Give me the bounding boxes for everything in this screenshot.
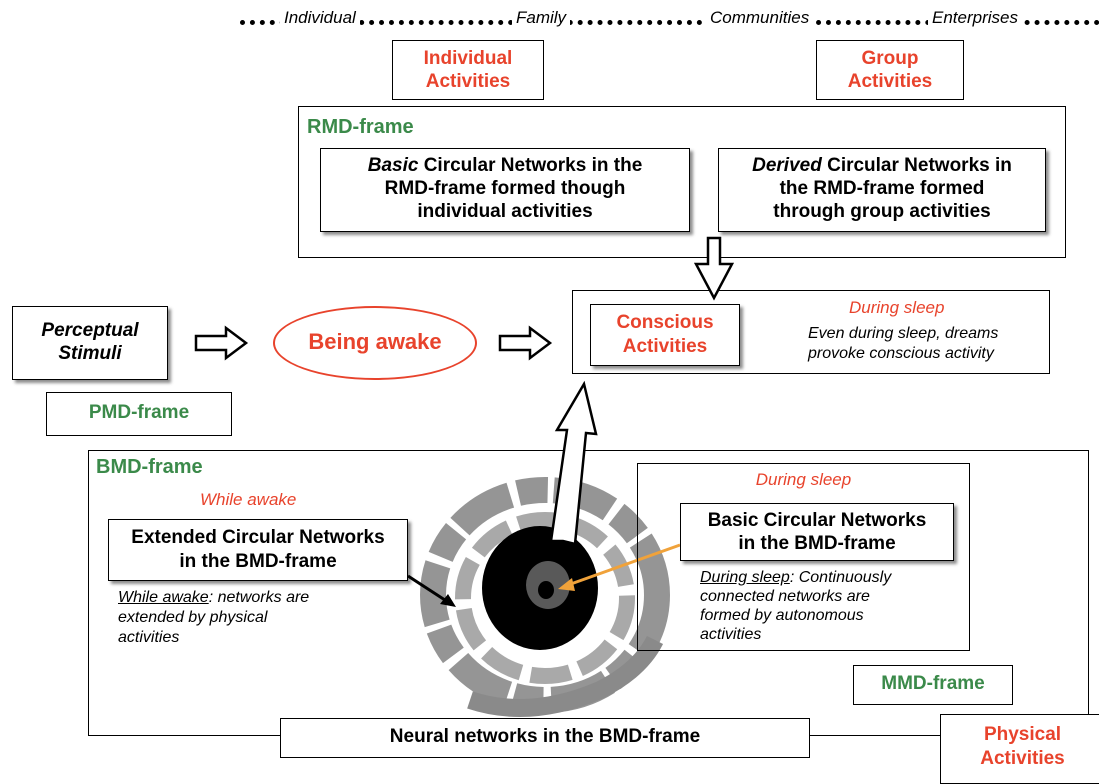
scale-level-communities: Communities bbox=[706, 8, 814, 28]
while-awake-label: While awake bbox=[200, 490, 297, 509]
perceptual-line2: Stimuli bbox=[58, 343, 122, 364]
dreams-note: Even during sleep, dreams provoke consci… bbox=[808, 324, 998, 364]
group-activities-line1: Group bbox=[861, 48, 919, 69]
during-sleep-note-line3: formed by autonomous bbox=[700, 607, 864, 624]
basic-bmd-line1: Basic Circular Networks bbox=[707, 510, 927, 531]
bmd-frame-label: BMD-frame bbox=[96, 456, 203, 478]
derived-emph: Derived bbox=[752, 155, 822, 176]
basic-emph: Basic bbox=[367, 155, 419, 176]
scale-level-individual: Individual bbox=[280, 8, 360, 28]
during-sleep-note: During sleep: Continuously connected net… bbox=[700, 568, 891, 644]
group-activities-box: Group Activities bbox=[816, 40, 964, 100]
hollow-arrow-up-icon bbox=[549, 380, 598, 546]
conscious-activities-box: Conscious Activities bbox=[590, 304, 740, 366]
derived-circular-networks-rmd-box: Derived Circular Networks in the RMD-fra… bbox=[718, 148, 1046, 232]
hollow-arrow-right-icon bbox=[498, 325, 553, 361]
basic-circular-networks-bmd-box: Basic Circular Networks in the BMD-frame bbox=[680, 503, 954, 561]
mmd-frame-box: MMD-frame bbox=[853, 665, 1013, 705]
during-sleep-note-rest: : Continuously bbox=[789, 569, 892, 586]
rmd-frame-label: RMD-frame bbox=[307, 116, 414, 138]
dreams-note-line1: Even during sleep, dreams bbox=[808, 325, 999, 342]
hollow-arrow-right-icon bbox=[194, 325, 249, 361]
during-sleep-note-line4: activities bbox=[700, 626, 762, 643]
during-sleep-note-underlined: During sleep bbox=[700, 569, 790, 586]
while-awake-note-line2: extended by physical bbox=[118, 609, 268, 626]
derived-rest-line1: Circular Networks in bbox=[821, 155, 1012, 176]
derived-line2: the RMD-frame formed bbox=[779, 178, 985, 199]
extended-line1: Extended Circular Networks bbox=[131, 527, 385, 548]
individual-activities-line2: Activities bbox=[425, 71, 511, 92]
dreams-note-line2: provoke conscious activity bbox=[808, 345, 994, 362]
conscious-line2: Activities bbox=[622, 336, 708, 357]
perceptual-line1: Perceptual bbox=[41, 320, 139, 341]
during-sleep-panel bbox=[637, 463, 970, 651]
scale-level-family: Family bbox=[512, 8, 571, 28]
basic-circular-networks-rmd-box: Basic Circular Networks in the RMD-frame… bbox=[320, 148, 690, 232]
social-scale-row: Individual Family Communities Enterprise… bbox=[240, 6, 1099, 32]
extended-line2: in the BMD-frame bbox=[179, 551, 337, 572]
derived-line3: through group activities bbox=[773, 201, 991, 222]
while-awake-note-underlined: While awake bbox=[118, 589, 209, 606]
physical-line2: Activities bbox=[980, 748, 1065, 769]
while-awake-note-line3: activities bbox=[118, 629, 180, 646]
basic-line3: individual activities bbox=[417, 201, 593, 222]
scale-level-enterprises: Enterprises bbox=[928, 8, 1022, 28]
during-sleep-note-line2: connected networks are bbox=[700, 588, 870, 605]
basic-bmd-line2: in the BMD-frame bbox=[738, 533, 896, 554]
pmd-frame-box: PMD-frame bbox=[46, 392, 232, 436]
while-awake-note: While awake: networks are extended by ph… bbox=[118, 588, 309, 648]
scale-dotted-line bbox=[240, 20, 1099, 25]
group-activities-line2: Activities bbox=[847, 71, 933, 92]
spiral-network-graphic bbox=[420, 477, 670, 717]
conscious-line1: Conscious bbox=[616, 312, 714, 333]
hollow-arrow-down-icon bbox=[693, 236, 735, 301]
neural-networks-box: Neural networks in the BMD-frame bbox=[280, 718, 810, 758]
extended-circular-networks-box: Extended Circular Networks in the BMD-fr… bbox=[108, 519, 408, 581]
while-awake-note-rest: : networks are bbox=[208, 589, 310, 606]
perceptual-stimuli-box: Perceptual Stimuli bbox=[12, 306, 168, 380]
basic-rest-line1: Circular Networks in the bbox=[418, 155, 643, 176]
being-awake-ellipse: Being awake bbox=[273, 306, 477, 380]
basic-line2: RMD-frame formed though bbox=[384, 178, 626, 199]
physical-activities-box: Physical Activities bbox=[940, 714, 1099, 784]
individual-activities-line1: Individual bbox=[423, 48, 513, 69]
conscious-during-sleep-label: During sleep bbox=[849, 298, 945, 317]
during-sleep-panel-heading: During sleep bbox=[755, 470, 852, 489]
individual-activities-box: Individual Activities bbox=[392, 40, 544, 100]
physical-line1: Physical bbox=[983, 724, 1062, 745]
